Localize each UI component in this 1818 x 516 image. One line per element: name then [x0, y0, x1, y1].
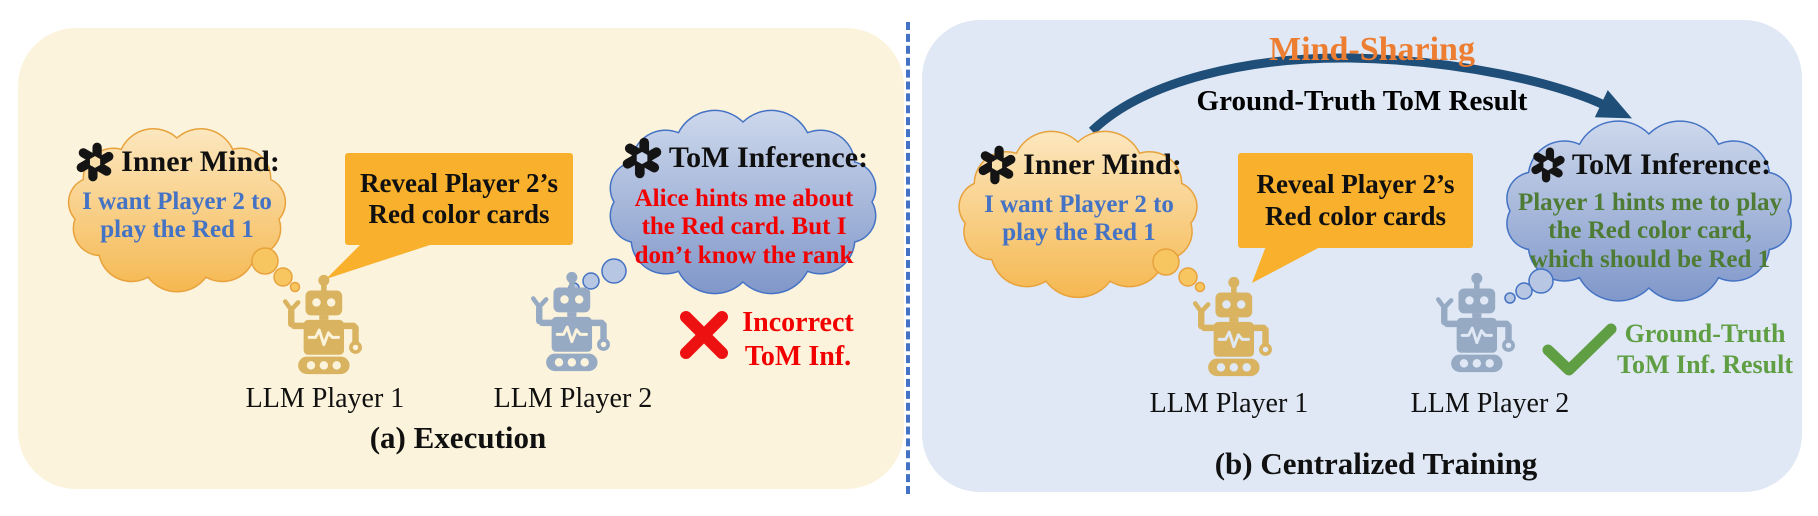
tom-cloud-a [568, 109, 877, 295]
speech-bubble-text-a: Reveal Player 2’s Red color cards [360, 167, 558, 229]
speech-bubble-a [326, 153, 573, 279]
openai-logo-icon [74, 141, 116, 183]
player1-label-b: LLM Player 1 [1149, 388, 1309, 419]
robot-icon-player2-b [1438, 273, 1515, 372]
tom-block-b: ToM Inference: Player 1 hints me to play… [1502, 146, 1798, 274]
player2-label-a: LLM Player 2 [493, 383, 653, 414]
inner-mind-block-a: Inner Mind: I want Player 2 to play the … [70, 141, 284, 245]
inner-mind-block-b: Inner Mind: I want Player 2 to play the … [972, 144, 1186, 248]
mind-sharing-arrow [1088, 53, 1632, 135]
tom-body: Player 1 hints me to play the Red color … [1517, 189, 1783, 273]
tom-title: ToM Inference: [1571, 148, 1772, 181]
panel-divider [906, 22, 910, 494]
speech-bubble-text-b: Reveal Player 2’s Red color cards [1256, 169, 1455, 231]
tom-cloud-b [1504, 120, 1792, 304]
openai-logo-icon [1529, 146, 1567, 184]
tom-body: Alice hints me about the Red card. But I… [634, 185, 854, 269]
tom-title: ToM Inference: [668, 141, 869, 174]
caption-a: (a) Execution [369, 420, 547, 455]
cross-icon [680, 311, 728, 359]
thought-trail-b2 [1504, 268, 1554, 304]
arrow-label: Ground-Truth ToM Result [1196, 85, 1528, 117]
speech-bubble-b [1238, 153, 1473, 283]
tom-block-a: ToM Inference: Alice hints me about the … [606, 136, 882, 270]
check-icon [1542, 323, 1617, 376]
robot-icon-player1-b [1195, 277, 1272, 376]
player1-label-a: LLM Player 1 [245, 383, 405, 414]
incorrect-verdict: Incorrect ToM Inf. [742, 307, 854, 372]
robot-icon-player2-a [533, 272, 610, 371]
openai-logo-icon [976, 144, 1018, 186]
inner-mind-body: I want Player 2 to play the Red 1 [984, 191, 1174, 247]
inner-mind-title: Inner Mind: [1023, 148, 1182, 181]
ground-truth-verdict: Ground-Truth ToM Inf. Result [1616, 319, 1793, 380]
inner-mind-body: I want Player 2 to play the Red 1 [82, 188, 272, 244]
thought-trail-b1 [1152, 248, 1206, 293]
openai-logo-icon [620, 136, 664, 180]
mind-sharing-header: Mind-Sharing [1269, 31, 1475, 68]
inner-mind-cloud-a [67, 128, 301, 293]
inner-mind-cloud-b [958, 130, 1206, 299]
player2-label-b: LLM Player 2 [1410, 388, 1570, 419]
caption-b: (b) Centralized Training [1214, 446, 1538, 481]
inner-mind-title: Inner Mind: [121, 145, 280, 178]
thought-trail-a1 [251, 247, 301, 293]
